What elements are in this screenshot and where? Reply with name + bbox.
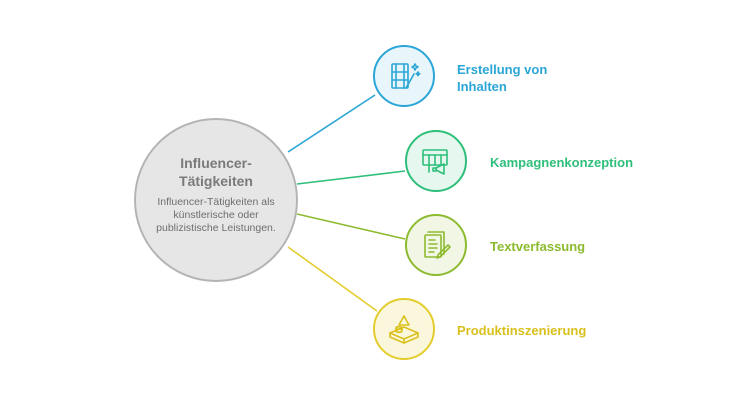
document-pen-icon (424, 231, 451, 259)
connector-line-1 (287, 94, 376, 153)
center-circle (134, 118, 298, 282)
node-label-line-2: Inhalten (457, 79, 507, 94)
center-description: Influencer-Tätigkeiten als künstlerische… (156, 196, 276, 234)
connector-line-2 (296, 170, 406, 185)
node-label-content-creation: Erstellung von Inhalten (457, 61, 547, 95)
node-campaign-design (405, 130, 467, 192)
connector-line-4 (287, 246, 378, 312)
node-label-copywriting: Textverfassung (490, 239, 586, 254)
node-label-campaign-design: Kampagnenkonzeption (490, 155, 634, 170)
node-product-staging (373, 298, 435, 360)
billboard-megaphone-icon (422, 149, 448, 175)
node-label-line-1: Erstellung von (457, 62, 548, 77)
film-magic-wand-icon (391, 63, 421, 89)
connector-line-3 (296, 213, 406, 240)
node-copywriting (405, 214, 467, 276)
product-pedestal-icon (389, 315, 419, 344)
node-content-creation (373, 45, 435, 107)
center-title: Influencer-Tätigkeiten (179, 155, 253, 189)
node-label-product-staging: Produktinszenierung (457, 323, 587, 338)
